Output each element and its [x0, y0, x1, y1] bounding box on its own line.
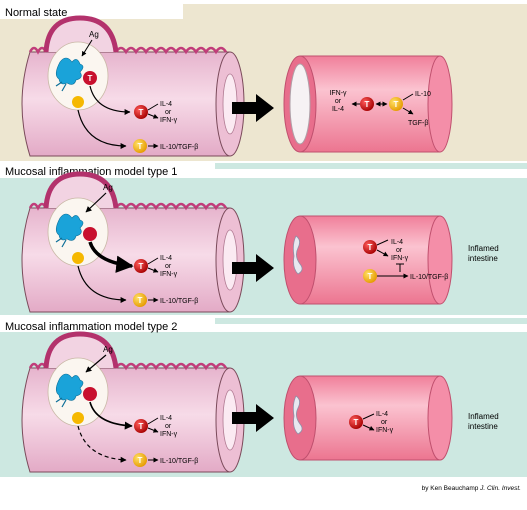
- panel-title: Normal state: [5, 7, 67, 19]
- cytokine-label: IL-4: [391, 239, 403, 246]
- treg-cell-in-dome: [72, 252, 84, 264]
- antigen-label: Ag: [103, 183, 113, 192]
- cytokine-label: IFN-γ: [329, 90, 347, 97]
- cytokine-label: IL-10: [415, 91, 431, 98]
- tissue-label: intestine: [468, 254, 498, 263]
- th-cell-red: [363, 240, 377, 254]
- cell-letter: T: [138, 456, 143, 465]
- cytokine-label: TGF-β: [408, 120, 428, 127]
- panel-inflammation-type-2: Mucosal inflammation model type 2 Ag T T…: [0, 318, 527, 477]
- cell-letter: T: [368, 243, 373, 252]
- right-intestine-diagram: T T IFN-γ or IL-4 IL-10 TGF-β: [283, 55, 453, 153]
- cell-letter: T: [138, 296, 143, 305]
- th-cell-red: [360, 97, 374, 111]
- tissue-label: Inflamed: [468, 412, 499, 421]
- th-cell-in-dome: [83, 71, 97, 85]
- th-cell-red: [134, 105, 148, 119]
- credit-prefix: by Ken Beauchamp: [422, 485, 481, 492]
- cytokine-label: or: [396, 247, 403, 254]
- treg-cell-yellow: [133, 139, 147, 153]
- left-mucosa-diagram: T Ag T T IL-4 or IFN-γ IL-10/TGF-β: [22, 18, 244, 156]
- cytokine-label: IL-10/TGF-β: [160, 298, 198, 305]
- panel-title: Mucosal inflammation model type 2: [5, 321, 177, 333]
- panel-title-box: [0, 4, 183, 19]
- cytokine-label: IL-4: [160, 415, 172, 422]
- cytokine-label: or: [165, 263, 172, 270]
- left-mucosa-diagram: Ag T T IL-4 or IFN-γ IL-10/TGF-β: [22, 334, 244, 472]
- panel-normal-state: Normal state T Ag T T IL-4 or IFN-γ IL-1…: [0, 4, 527, 161]
- antigen-label: Ag: [89, 30, 99, 39]
- tissue-label: Inflamed: [468, 244, 499, 253]
- th-cell-in-dome: [83, 227, 97, 241]
- cytokine-label: IL-4: [376, 411, 388, 418]
- cytokine-label: IL-4: [332, 106, 344, 113]
- cell-letter: T: [139, 422, 144, 431]
- cytokine-label: IL-10/TGF-β: [410, 274, 448, 281]
- th-cell-red: [349, 415, 363, 429]
- cell-letter: T: [138, 142, 143, 151]
- antigen-label: Ag: [103, 345, 113, 354]
- cytokine-label: IL-10/TGF-β: [160, 144, 198, 151]
- right-intestine-diagram: T T IL-4 or IFN-γ IL-10/TGF-β Inflamed i…: [283, 215, 499, 305]
- cytokine-label: or: [335, 98, 342, 105]
- cytokine-label: or: [381, 419, 388, 426]
- cell-letter: T: [88, 74, 93, 83]
- cytokine-label: or: [165, 109, 172, 116]
- treg-cell-yellow: [389, 97, 403, 111]
- cytokine-label: IFN-γ: [160, 117, 178, 124]
- treg-cell-yellow: [363, 269, 377, 283]
- cell-letter: T: [365, 100, 370, 109]
- th-cell-red: [134, 419, 148, 433]
- cell-letter: T: [139, 108, 144, 117]
- panel-inflammation-type-1: Mucosal inflammation model type 1 Ag T T…: [0, 163, 527, 315]
- treg-cell-in-dome: [72, 96, 84, 108]
- cytokine-label: IL-4: [160, 255, 172, 262]
- cytokine-label: or: [165, 423, 172, 430]
- right-intestine-diagram: T IL-4 or IFN-γ Inflamed intestine: [283, 375, 499, 461]
- cell-letter: T: [354, 418, 359, 427]
- tissue-label: intestine: [468, 422, 498, 431]
- cytokine-label: IFN-γ: [391, 255, 409, 262]
- cytokine-label: IFN-γ: [160, 431, 178, 438]
- th-cell-red: [134, 259, 148, 273]
- treg-cell-yellow: [133, 453, 147, 467]
- cell-letter: T: [368, 272, 373, 281]
- treg-cell-in-dome: [72, 412, 84, 424]
- th-cell-in-dome: [83, 387, 97, 401]
- cell-letter: T: [139, 262, 144, 271]
- cytokine-label: IL-10/TGF-β: [160, 458, 198, 465]
- cell-letter: T: [394, 100, 399, 109]
- left-mucosa-diagram: Ag T T IL-4 or IFN-γ IL-10/TGF-β: [22, 174, 244, 312]
- treg-cell-yellow: [133, 293, 147, 307]
- credit-line: by Ken Beauchamp J. Clin. Invest.: [422, 485, 522, 492]
- cytokine-label: IL-4: [160, 101, 172, 108]
- cytokine-label: IFN-γ: [376, 427, 394, 434]
- credit-journal: J. Clin. Invest.: [479, 485, 521, 492]
- cytokine-label: IFN-γ: [160, 271, 178, 278]
- panel-title: Mucosal inflammation model type 1: [5, 166, 177, 178]
